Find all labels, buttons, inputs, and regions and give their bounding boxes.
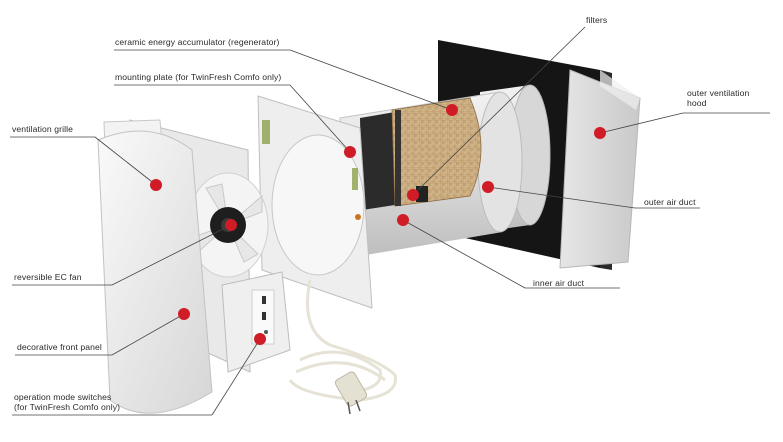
- leader-fan-b: [111, 224, 232, 286]
- marker-fan: [225, 219, 237, 231]
- label-outer-ventilation-hood: outer ventilation: [687, 88, 750, 98]
- leader-filters: [412, 26, 586, 196]
- label-ceramic-accumulator: ceramic energy accumulator (regenerator): [115, 37, 280, 47]
- label-decorative-front-panel: decorative front panel: [17, 342, 102, 352]
- marker-hood: [594, 127, 606, 139]
- mounting-plate: [257, 95, 373, 309]
- label-outer-ventilation-hood-2: hood: [687, 98, 707, 108]
- marker-mounting: [344, 146, 356, 158]
- marker-grille: [150, 179, 162, 191]
- marker-filters: [407, 189, 419, 201]
- outer-ventilation-hood-cover: [559, 69, 641, 269]
- power-plug: [334, 371, 368, 415]
- marker-ceramic: [446, 104, 458, 116]
- leader-inner-duct: [402, 219, 526, 289]
- label-mounting-plate: mounting plate (for TwinFresh Comfo only…: [115, 72, 282, 82]
- leader-hood: [599, 112, 684, 134]
- leader-mounting-b: [289, 84, 351, 153]
- marker-switches: [254, 333, 266, 345]
- control-box: [221, 271, 291, 373]
- label-inner-air-duct: inner air duct: [533, 278, 585, 288]
- marker-inner-duct: [397, 214, 409, 226]
- leader-ceramic-b: [289, 49, 453, 111]
- label-operation-mode-switches-note: (for TwinFresh Comfo only): [14, 402, 121, 412]
- leader-outer-duct: [487, 186, 636, 209]
- label-reversible-ec-fan: reversible EC fan: [14, 272, 82, 282]
- leader-switches-b: [211, 338, 261, 416]
- label-filters: filters: [586, 15, 608, 25]
- leader-panel-b: [111, 313, 185, 356]
- ceramic-regenerator: [360, 97, 482, 210]
- marker-panel: [178, 308, 190, 320]
- label-outer-air-duct: outer air duct: [644, 197, 696, 207]
- leader-grille-b: [94, 136, 157, 186]
- label-operation-mode-switches: operation mode switches: [14, 392, 112, 402]
- marker-outer-duct: [482, 181, 494, 193]
- decorative-front-panel: [97, 130, 213, 414]
- label-ventilation-grille: ventilation grille: [12, 124, 74, 134]
